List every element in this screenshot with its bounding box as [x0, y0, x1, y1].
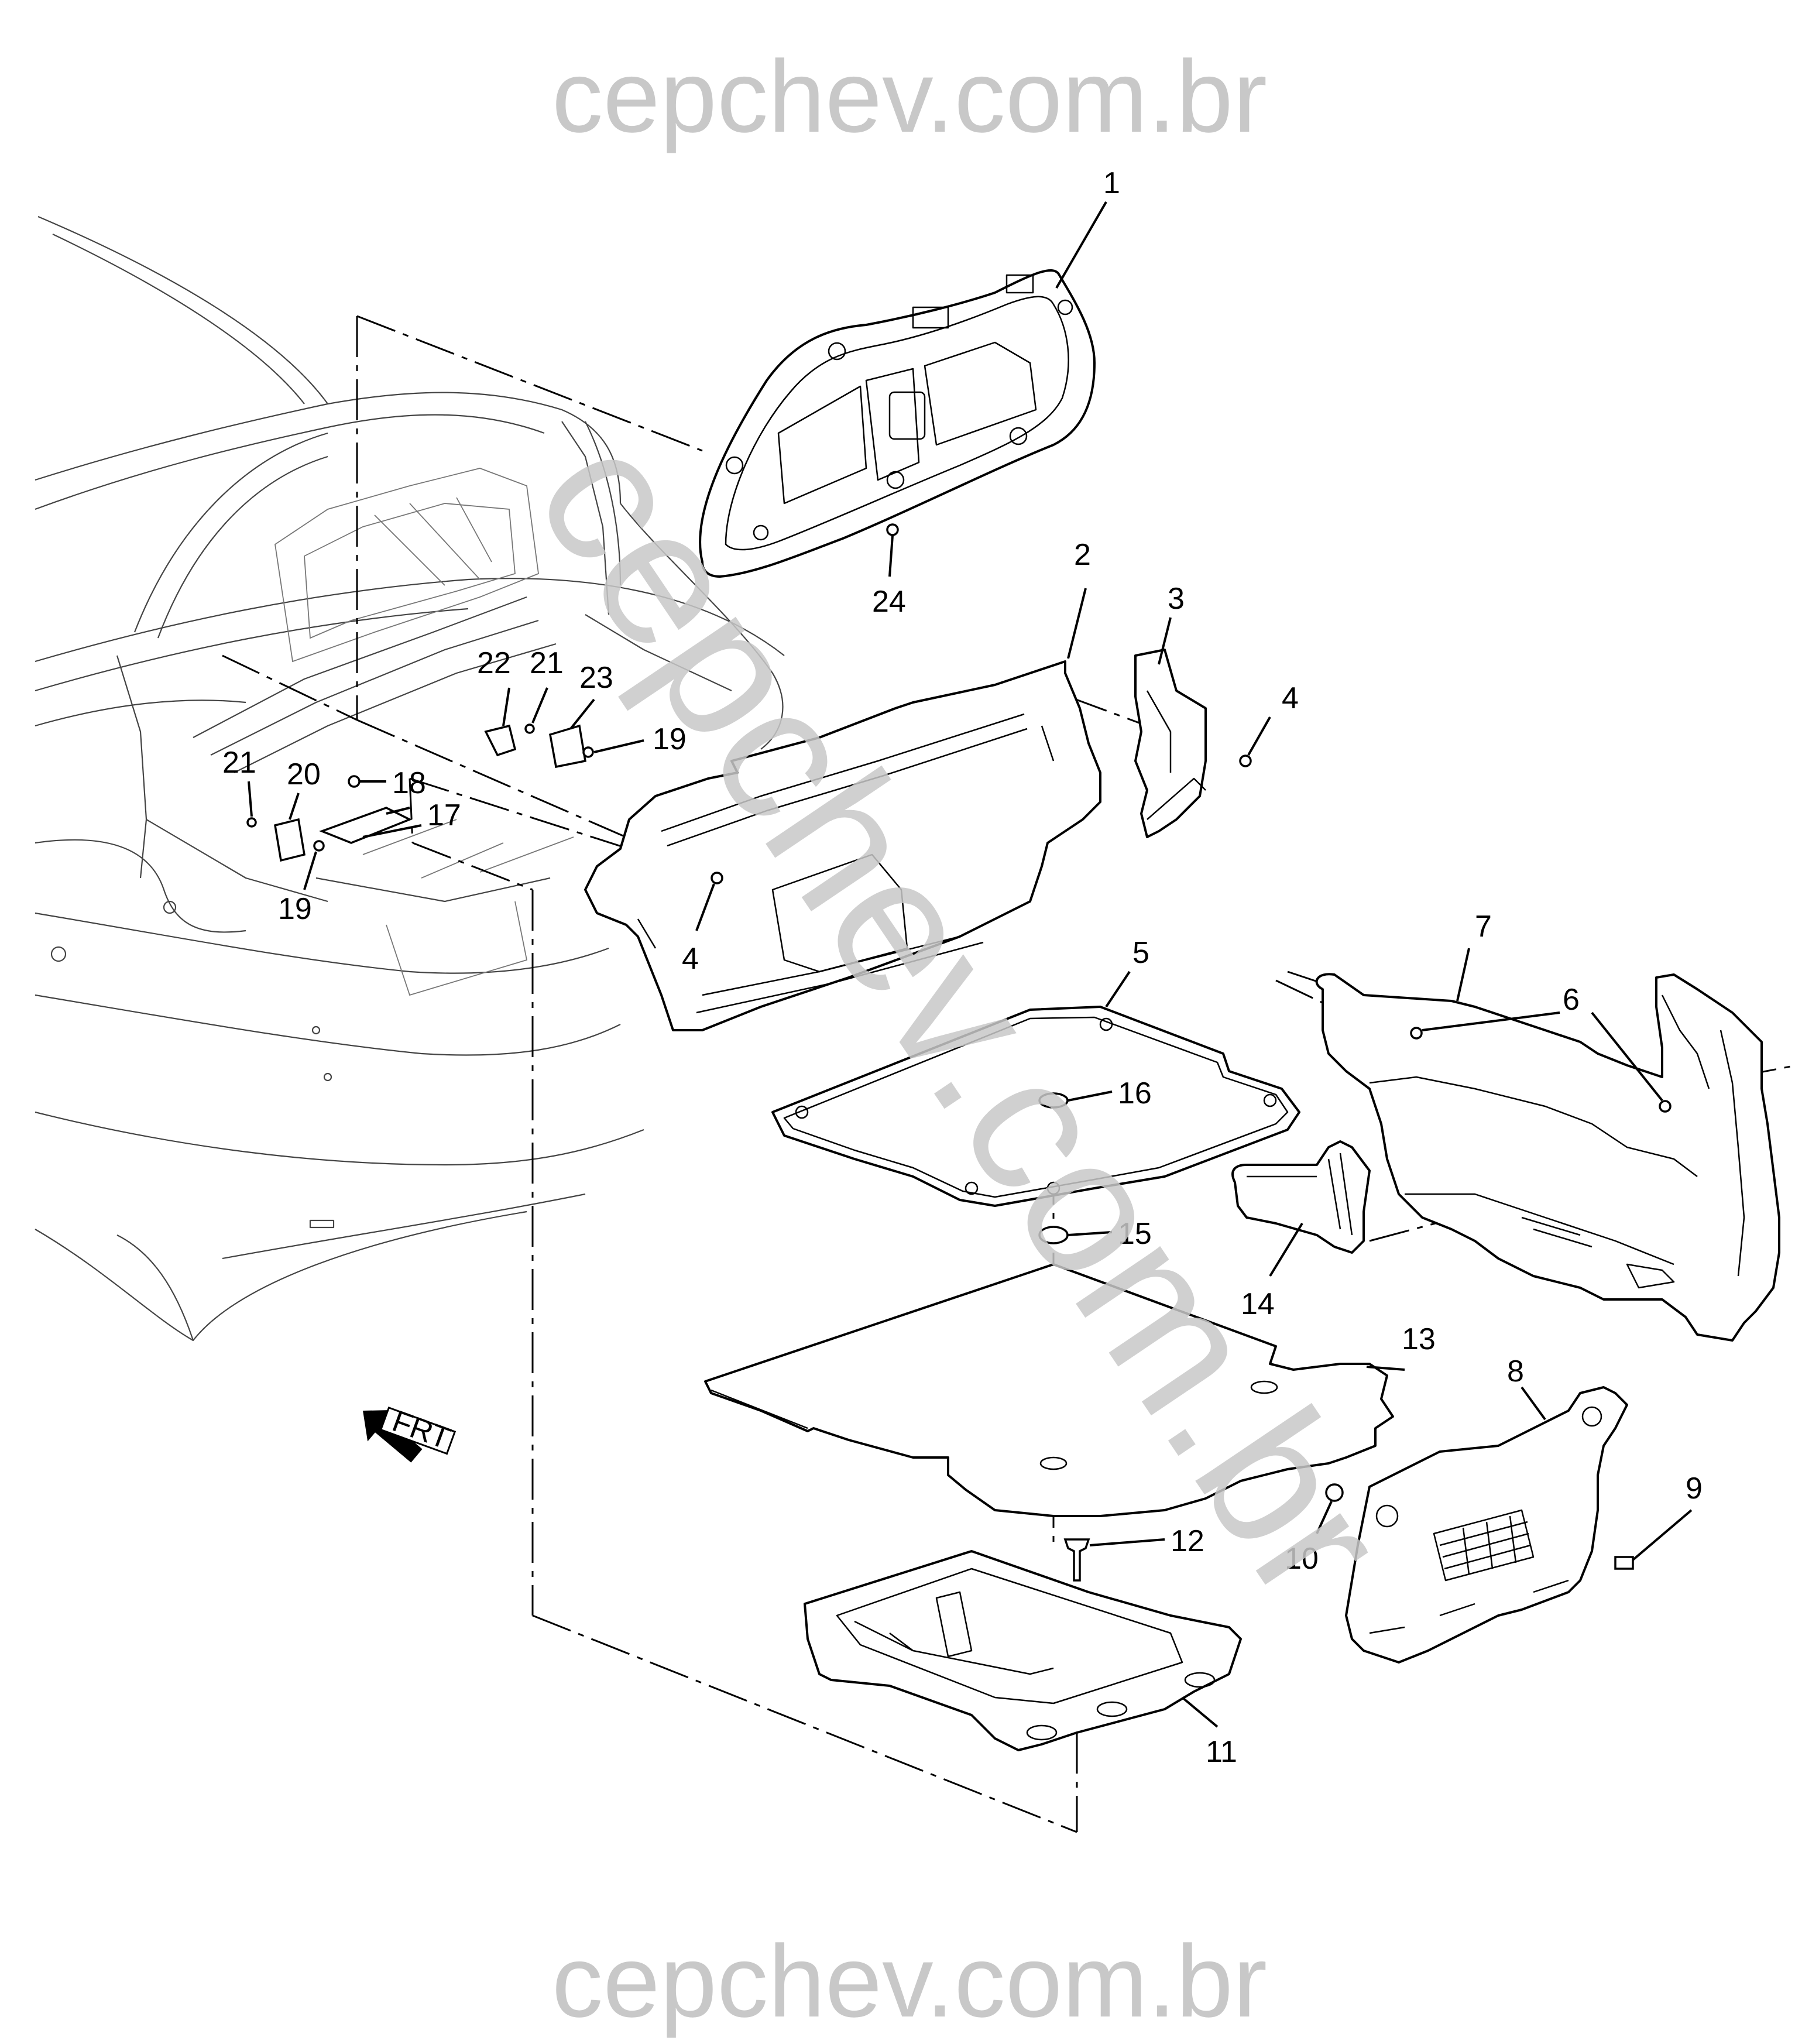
callout-8: 8 — [1507, 1354, 1524, 1388]
nut-19-right — [582, 746, 594, 758]
callout-20: 20 — [287, 757, 321, 791]
callout-10: 10 — [1285, 1542, 1319, 1576]
hinge-23 — [548, 724, 587, 769]
fastener-6-left — [1410, 1027, 1423, 1040]
callout-22: 22 — [477, 646, 511, 680]
part-7-right-side-trim — [1315, 973, 1780, 1342]
callout-4-left: 4 — [682, 942, 699, 976]
leader-lines — [248, 201, 1693, 1728]
part-5-load-floor-panel — [771, 1006, 1300, 1207]
part-8-left-side-trim — [1345, 1386, 1628, 1664]
striker-20 — [274, 818, 306, 862]
nut-21-left — [246, 817, 257, 828]
callout-14: 14 — [1241, 1287, 1275, 1321]
callout-15: 15 — [1118, 1217, 1152, 1251]
grommet-18 — [348, 775, 361, 788]
callout-19-right: 19 — [653, 722, 687, 756]
part-1-trunk-lid-trim — [699, 269, 1096, 578]
front-arrow-icon — [363, 1409, 423, 1463]
part-2-trunk-front-panel — [584, 660, 1101, 1031]
part-14-trim-cover — [1231, 1140, 1371, 1254]
part-3-bracket — [1134, 649, 1207, 838]
fastener-24 — [886, 523, 899, 536]
bolt-12 — [1063, 1538, 1090, 1582]
vehicle-rear-body — [35, 215, 785, 1342]
clip-10 — [1325, 1483, 1344, 1502]
fastener-4-left — [711, 872, 723, 884]
nut-19-left — [313, 840, 325, 852]
callout-16: 16 — [1118, 1076, 1152, 1110]
washer-15 — [1038, 1226, 1069, 1244]
callout-7: 7 — [1475, 910, 1492, 944]
fastener-6-right — [1659, 1100, 1672, 1113]
callout-19-left: 19 — [278, 892, 312, 926]
callout-5: 5 — [1132, 936, 1149, 970]
callout-numbers: 1 24 2 3 4 4 5 6 7 16 15 14 13 8 9 10 12… — [222, 166, 1703, 1769]
callout-3: 3 — [1168, 582, 1185, 616]
washer-16 — [1038, 1092, 1069, 1109]
callout-12: 12 — [1171, 1524, 1204, 1558]
latch-17 — [319, 807, 413, 844]
callout-13: 13 — [1402, 1322, 1436, 1356]
callout-9: 9 — [1686, 1472, 1703, 1505]
front-direction-indicator: FRT — [363, 1404, 457, 1463]
nut-21-right — [524, 723, 535, 734]
part-13-floor-carpet — [704, 1263, 1394, 1517]
part-11-storage-tray — [804, 1550, 1242, 1751]
callout-4-right: 4 — [1282, 681, 1299, 715]
watermark-bottom: cepchev.com.br — [552, 1925, 1267, 2039]
clip-9 — [1614, 1556, 1634, 1570]
callout-2: 2 — [1074, 538, 1091, 572]
fastener-4-right — [1239, 755, 1252, 767]
callout-21-left: 21 — [222, 746, 256, 780]
fasteners — [246, 523, 1672, 1582]
callout-1: 1 — [1103, 166, 1120, 200]
callout-11: 11 — [1206, 1735, 1237, 1769]
bracket-22 — [484, 724, 517, 757]
callout-18: 18 — [392, 766, 426, 800]
callout-17: 17 — [427, 798, 461, 832]
callout-24: 24 — [872, 585, 906, 619]
callout-21-right: 21 — [530, 646, 564, 680]
callout-6: 6 — [1563, 983, 1580, 1017]
watermark-top: cepchev.com.br — [552, 40, 1267, 154]
callout-23: 23 — [579, 661, 613, 695]
